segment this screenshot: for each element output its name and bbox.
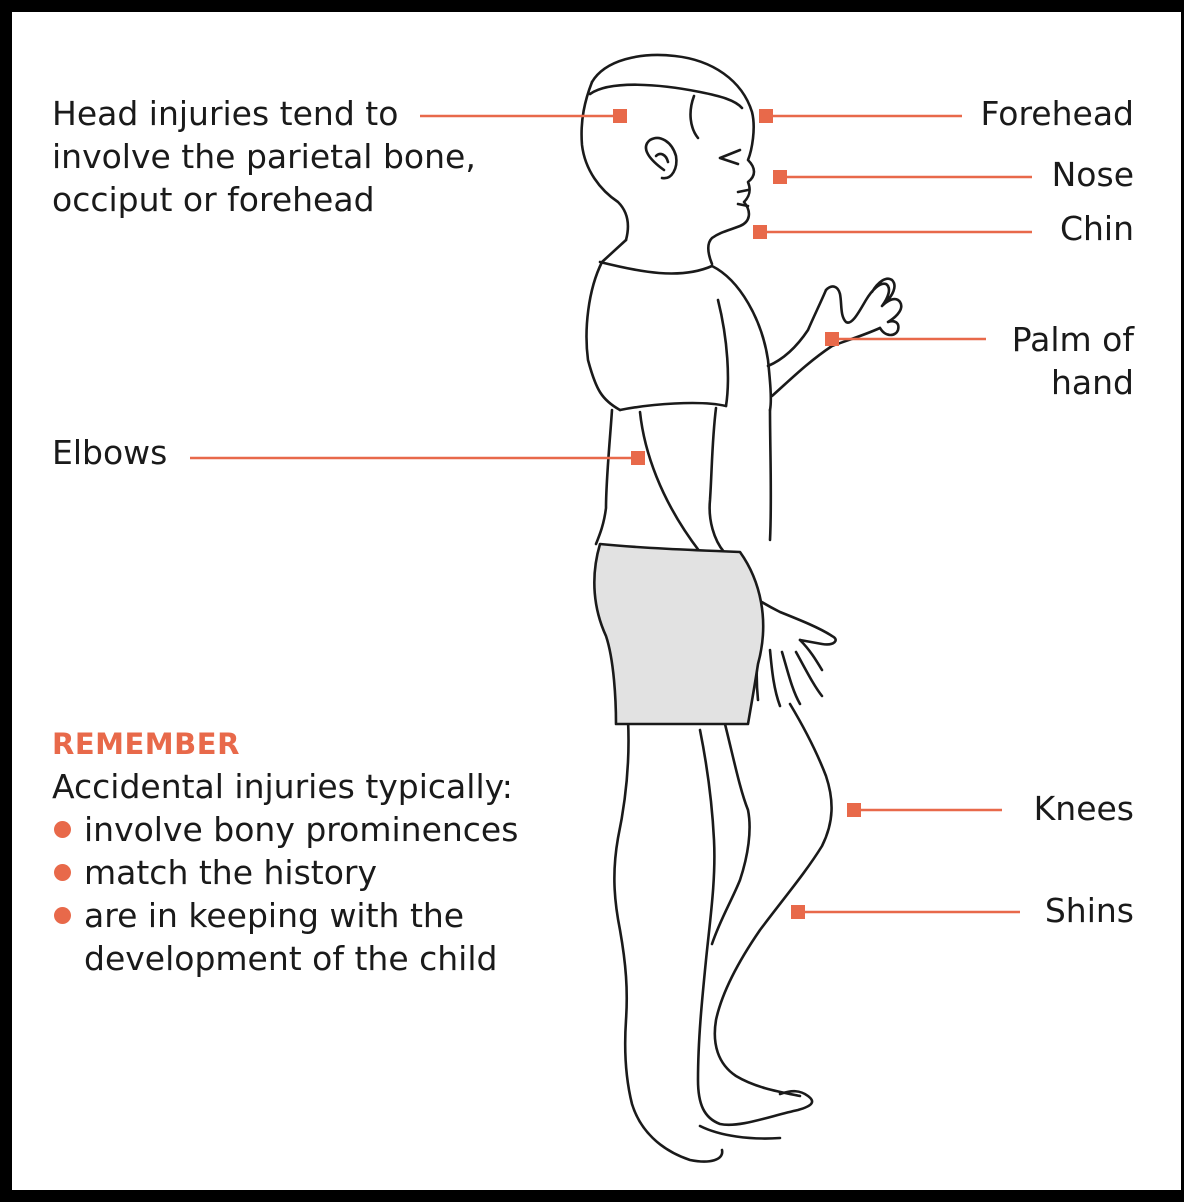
label-elbows: Elbows [52, 431, 167, 474]
shirt-collar [600, 262, 712, 274]
hairline [590, 85, 742, 108]
leg-inner [698, 730, 812, 1125]
marker-shins [791, 905, 805, 919]
shirt-lower-front [770, 410, 771, 540]
eye [720, 150, 740, 164]
marker-head [613, 109, 627, 123]
head-back [582, 82, 628, 240]
lower-hand [757, 640, 822, 706]
raised-forearm [768, 290, 826, 366]
list-item: are in keeping with the development of t… [52, 894, 518, 980]
marker-palm [825, 332, 839, 346]
hair-front [691, 96, 698, 138]
raised-palm [826, 279, 901, 335]
label-forehead: Forehead [980, 92, 1134, 135]
label-knees: Knees [1034, 787, 1134, 830]
marker-knees [847, 803, 861, 817]
marker-nose [773, 170, 787, 184]
leg-front-shin [712, 720, 750, 944]
marker-elbows [631, 451, 645, 465]
list-item: match the history [52, 851, 518, 894]
shorts [594, 544, 763, 724]
arm-front [710, 408, 724, 552]
ear-inner [656, 154, 668, 162]
label-head-injuries: Head injuries tend to involve the pariet… [52, 92, 476, 221]
bullet-dot-icon [54, 864, 71, 881]
remember-heading: REMEMBER [52, 723, 240, 766]
sleeve-hem [620, 403, 726, 410]
label-chin: Chin [1060, 207, 1134, 250]
marker-forehead [759, 109, 773, 123]
label-nose: Nose [1052, 153, 1134, 196]
ear [646, 138, 676, 178]
list-item: involve bony prominences [52, 808, 518, 851]
label-palm-of-hand: Palm of hand [1012, 318, 1134, 404]
remember-list: involve bony prominences match the histo… [52, 808, 518, 980]
shirt-front [712, 266, 771, 410]
marker-chin [753, 225, 767, 239]
label-shins: Shins [1045, 889, 1134, 932]
bullet-dot-icon [54, 907, 71, 924]
bullet-dot-icon [54, 821, 71, 838]
foot-back [700, 1126, 780, 1139]
remember-intro: Accidental injuries typically: [52, 765, 513, 808]
shirt-lower-back [596, 410, 612, 544]
leg-back [614, 720, 722, 1162]
sleeve-side [718, 300, 728, 406]
